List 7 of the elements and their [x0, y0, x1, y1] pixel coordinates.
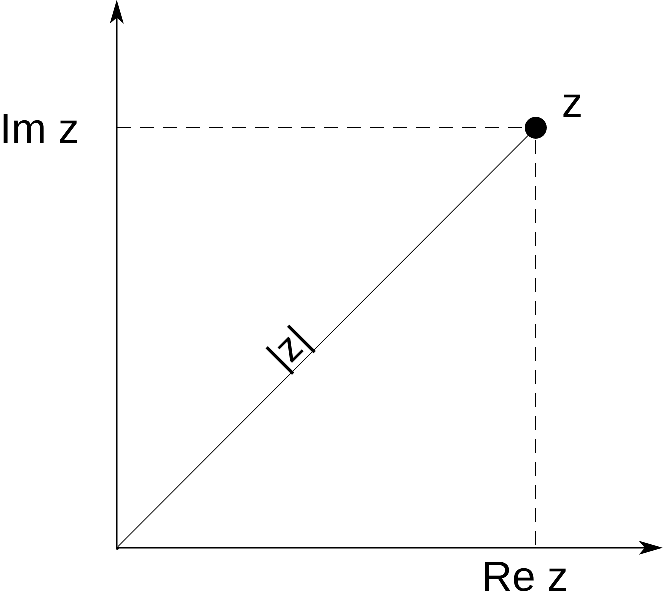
- point-label: z: [562, 82, 583, 124]
- point-dot: [525, 117, 547, 139]
- origin-point: [116, 546, 118, 550]
- connector-line: [118, 135, 529, 548]
- edge-label: |z|: [260, 319, 318, 376]
- axis-label: Im z: [0, 108, 80, 150]
- axis-label: Re z: [482, 556, 568, 598]
